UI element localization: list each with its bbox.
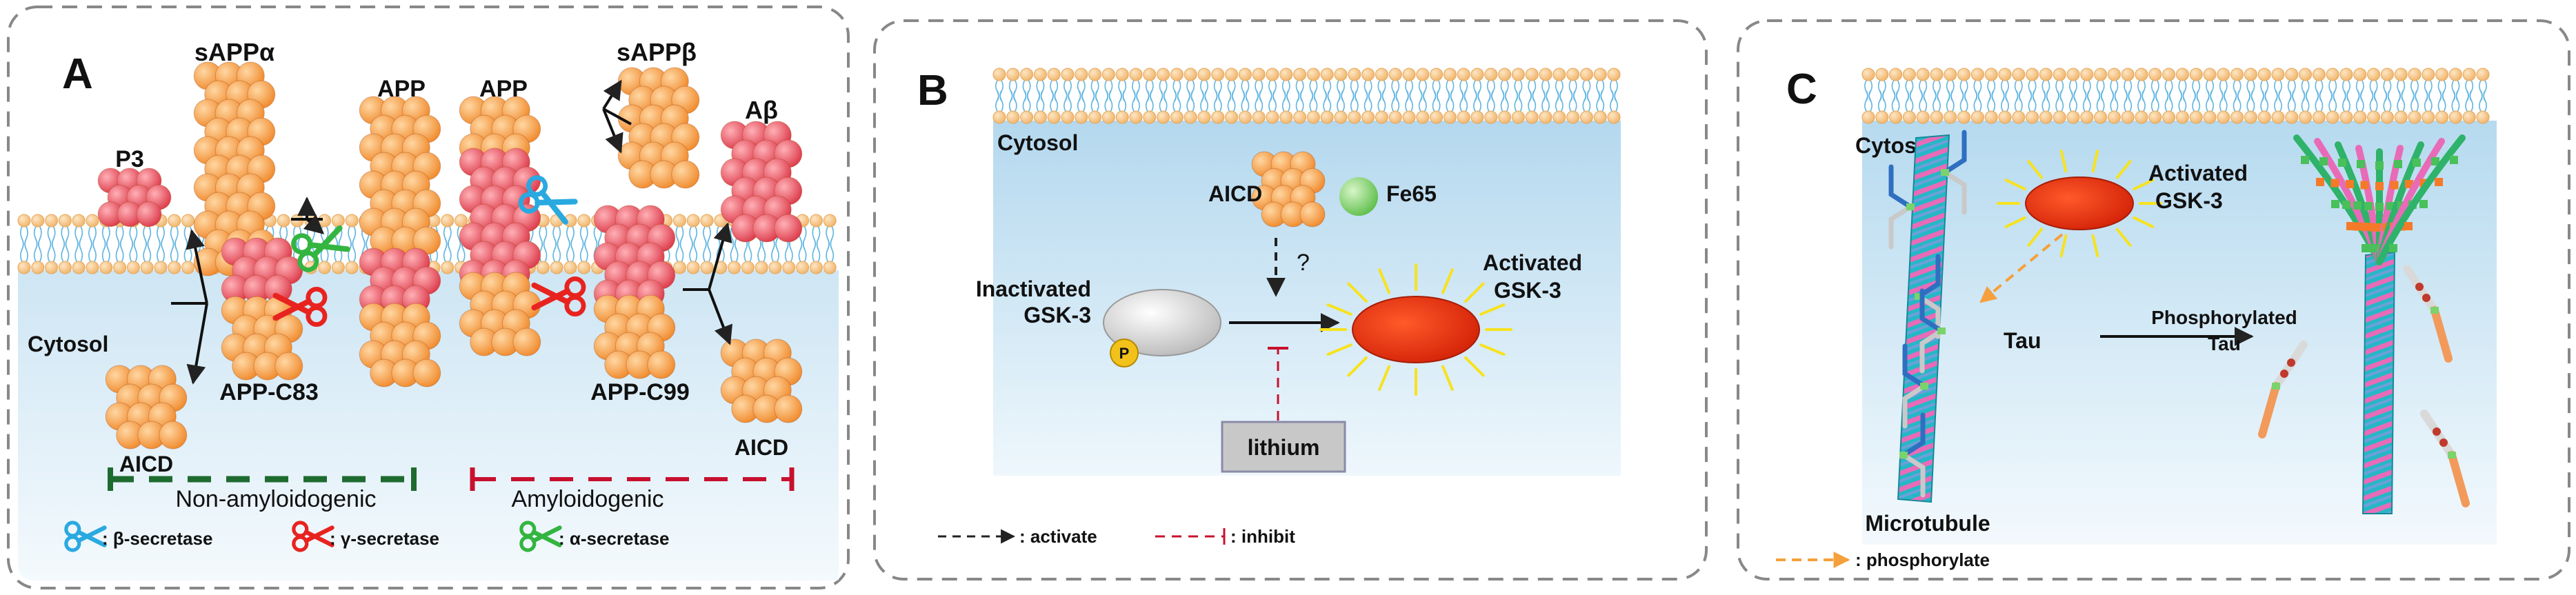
label-sappb: sAPPβ (617, 38, 697, 66)
panel-c-membrane (1861, 68, 2490, 124)
active-gsk3-c-rays (1997, 149, 2162, 258)
label-lithium: lithium (1248, 435, 1320, 460)
legend-activate: : activate (1019, 526, 1097, 547)
label-tau: Tau (2004, 328, 2041, 353)
microtubule-left-tau (1888, 130, 1967, 498)
panel-b-membrane (992, 68, 1621, 124)
label-app-1: APP (377, 76, 426, 102)
label-activated-b-2: GSK-3 (1494, 278, 1561, 303)
label-cytosol-b: Cytosol (997, 130, 1078, 155)
label-inactivated-2: GSK-3 (1024, 303, 1091, 327)
panel-c-cytosol-area (1862, 121, 2497, 545)
label-aicd-left: AICD (119, 452, 173, 476)
panel-a-scissors (272, 175, 586, 327)
label-phospho-1: Phosphorylated (2151, 307, 2297, 328)
label-non-amyloidogenic: Non-amyloidogenic (175, 486, 376, 512)
label-question: ? (1297, 250, 1310, 276)
legend-gamma-secretase: : γ-secretase (330, 528, 439, 549)
microtubule-right-spray (2293, 134, 2466, 265)
panel-a: A sAPPα APP APP sAPPβ Aβ P3 Cytosol APP-… (7, 6, 850, 589)
label-aicd-b: AICD (1208, 181, 1262, 206)
label-amyloidogenic: Amyloidogenic (511, 486, 663, 512)
non-amyloidogenic-bracket: Non-amyloidogenic (108, 467, 417, 512)
label-inactivated-1: Inactivated (976, 276, 1091, 301)
legend-inhibit: : inhibit (1230, 526, 1295, 547)
phosphorylate-arrow (1979, 233, 2064, 303)
label-phospho-2: Tau (2208, 333, 2241, 354)
label-activated-b-1: Activated (1483, 250, 1582, 275)
label-sappa: sAPPα (194, 38, 274, 66)
legend-beta-secretase: : β-secretase (102, 528, 212, 549)
label-abeta: Aβ (745, 96, 778, 124)
phospho-badge (1110, 339, 1139, 367)
label-app-c99: APP-C99 (590, 379, 690, 405)
label-aicd-right: AICD (735, 435, 788, 460)
panel-b: B Cytosol AICD Fe65 ? P Inactivated GSK-… (873, 19, 1708, 581)
legend-phosphorylate: : phosphorylate (1855, 549, 1990, 570)
inactive-gsk3-shape (1103, 289, 1221, 356)
label-activated-c-1: Activated (2148, 161, 2248, 185)
label-fe65: Fe65 (1386, 181, 1437, 206)
label-microtubule: Microtubule (1865, 511, 1990, 536)
phosphorylated-tau-fragments (2258, 265, 2470, 507)
active-gsk3-c-shape (2025, 177, 2134, 230)
panel-b-cytosol-area (993, 121, 1621, 476)
label-p3: P3 (115, 146, 144, 172)
label-app-c83: APP-C83 (219, 379, 319, 405)
legend-alpha-secretase: : α-secretase (559, 528, 670, 549)
panel-a-letter: A (62, 50, 93, 98)
panel-a-cleavage-arrows (171, 79, 733, 385)
legend-alpha-scissors-icon (519, 521, 562, 552)
active-gsk3-rays (1319, 263, 1512, 396)
legend-gamma-scissors-icon (292, 521, 335, 552)
panel-a-proteins (97, 61, 803, 450)
label-activated-c-2: GSK-3 (2155, 188, 2223, 213)
legend-beta-scissors-icon (64, 521, 107, 552)
microtubule-right (2362, 251, 2396, 514)
amyloidogenic-bracket: Amyloidogenic (470, 467, 795, 512)
panel-c: C Cytosol Activated GSK-3 Tau Phosphoryl… (1737, 19, 2570, 581)
active-gsk3-shape (1352, 296, 1480, 363)
label-p-badge: P (1119, 345, 1130, 362)
panel-b-letter: B (917, 67, 948, 114)
panel-c-letter: C (1786, 65, 1817, 113)
fe65-protein (1339, 177, 1378, 216)
panel-a-legend: : β-secretase : γ-secretase : α-secretas… (64, 521, 670, 552)
panel-b-aicd-cluster (1251, 151, 1326, 228)
label-cytosol-a: Cytosol (28, 332, 108, 356)
lithium-box (1221, 421, 1346, 473)
label-app-2: APP (479, 76, 528, 102)
